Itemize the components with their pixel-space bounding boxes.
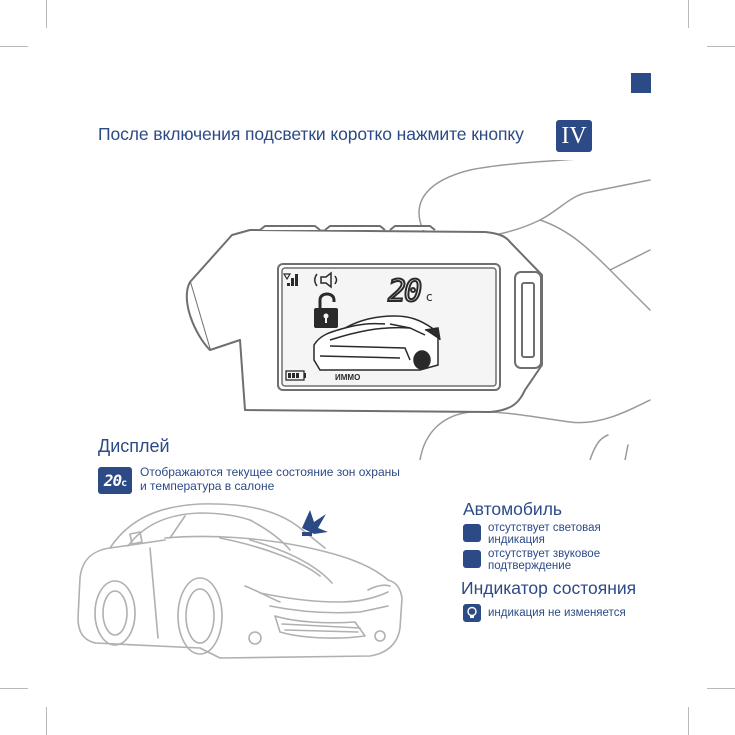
crop-mark: [707, 688, 735, 689]
status-section-title: Индикатор состояния: [461, 578, 637, 598]
square-icon: [463, 550, 481, 568]
crop-mark: [0, 46, 28, 47]
display-section-title: Дисплей: [98, 436, 170, 456]
crop-mark: [46, 0, 47, 28]
section-marker: [631, 73, 651, 93]
display-description-line: Отображаются текущее состояние зон охран…: [140, 465, 400, 479]
lightbulb-icon: [463, 604, 481, 622]
key-fob-illustration: 20 c ИММО: [185, 160, 651, 460]
lcd-car-icon: [313, 315, 441, 371]
instruction-text: После включения подсветки коротко нажмит…: [98, 124, 524, 144]
flash-signal-icon: [302, 510, 328, 536]
car-section-title: Автомобиль: [463, 499, 563, 519]
square-icon: [463, 524, 481, 542]
lock-open-icon: [314, 292, 338, 328]
status-item-text: индикация не изменяется: [488, 607, 626, 619]
lcd-temp-unit: c: [426, 290, 433, 304]
signal-icon: [282, 273, 298, 286]
crop-mark: [688, 0, 689, 28]
car-item-light: отсутствует световая индикация: [488, 522, 601, 546]
car-illustration: [77, 503, 403, 659]
sound-icon: [314, 271, 338, 289]
battery-icon: [285, 370, 306, 381]
crop-mark: [688, 707, 689, 735]
lcd-temperature: 20: [388, 274, 421, 309]
crop-mark: [46, 707, 47, 735]
crop-mark: [0, 688, 28, 689]
temperature-display-icon: 20c: [98, 467, 132, 494]
display-description-line: и температура в салоне: [140, 479, 275, 493]
car-item-sound: отсутствует звуковое подтверждение: [488, 548, 601, 572]
display-description: Отображаются текущее состояние зон охран…: [140, 465, 430, 493]
lcd-immo-label: ИММО: [335, 373, 360, 382]
button-iv-badge: IV: [556, 120, 592, 152]
crop-mark: [707, 46, 735, 47]
